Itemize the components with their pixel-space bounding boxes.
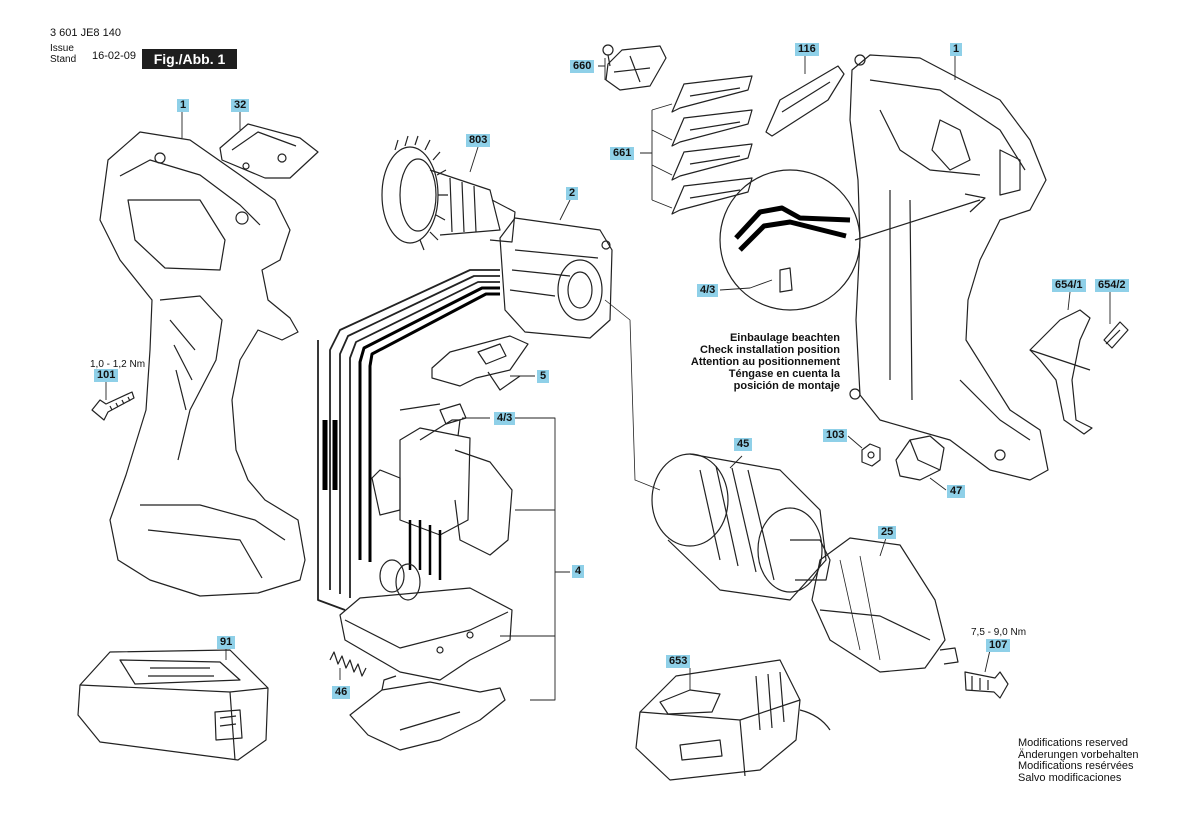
callout-654-1[interactable]: 654/1 xyxy=(1052,279,1086,292)
callout-47[interactable]: 47 xyxy=(947,485,966,498)
note-line-fr: Attention au positionnement xyxy=(690,356,840,368)
screw-101 xyxy=(91,391,135,421)
mods-line-en: Modifications reserved xyxy=(1018,737,1129,749)
callout-654-2[interactable]: 654/2 xyxy=(1095,279,1129,292)
callout-660[interactable]: 660 xyxy=(570,60,595,73)
callout-1-top[interactable]: 1 xyxy=(950,43,963,56)
leader-motor-to-gearbox xyxy=(604,299,661,491)
callout-46[interactable]: 46 xyxy=(332,686,351,699)
screw-654-2 xyxy=(1103,321,1129,349)
clip-660 xyxy=(602,44,667,91)
callout-116[interactable]: 116 xyxy=(795,43,819,56)
bottom-plate xyxy=(349,675,506,751)
document-number: 3 601 JE8 140 xyxy=(50,27,121,39)
torque-107: 7,5 - 9,0 Nm xyxy=(971,627,1027,638)
callout-5[interactable]: 5 xyxy=(537,370,550,383)
detail-inset xyxy=(719,169,986,311)
battery-pack xyxy=(77,649,269,761)
armature xyxy=(381,135,516,251)
callout-4[interactable]: 4 xyxy=(572,565,585,578)
callout-45[interactable]: 45 xyxy=(734,438,753,451)
screw-107 xyxy=(964,671,1009,699)
note-line-de: Einbaulage beachten xyxy=(729,332,840,344)
callout-661[interactable]: 661 xyxy=(610,147,635,160)
chuck xyxy=(811,537,959,673)
gearbox xyxy=(651,453,831,601)
callout-653[interactable]: 653 xyxy=(666,655,691,668)
switch-cover xyxy=(219,123,319,179)
switch-electronics xyxy=(339,403,513,681)
installation-note: Einbaulage beachten Check installation p… xyxy=(676,332,840,392)
callout-1-left[interactable]: 1 xyxy=(177,99,190,112)
nut-103 xyxy=(861,443,881,467)
callout-103[interactable]: 103 xyxy=(823,429,848,442)
spring xyxy=(329,651,367,677)
callout-25[interactable]: 25 xyxy=(878,526,897,539)
wire-bundle xyxy=(317,269,500,611)
belt-clip xyxy=(1029,309,1093,435)
issue-label: Issue Stand xyxy=(50,43,76,65)
charger xyxy=(635,659,831,781)
issue-label-text: Issue xyxy=(50,43,74,54)
right-housing-shell xyxy=(849,54,1049,481)
mods-line-fr: Modifications resérvées xyxy=(1018,760,1134,772)
left-housing-shell xyxy=(99,131,306,597)
note-line-es-1: Téngase en cuenta la xyxy=(728,368,840,380)
callout-107[interactable]: 107 xyxy=(986,639,1011,652)
modifications-reserved: Modifications reserved Änderungen vorbeh… xyxy=(1018,737,1139,784)
figure-label: Fig./Abb. 1 xyxy=(142,49,237,69)
torque-101: 1,0 - 1,2 Nm xyxy=(90,359,146,370)
callout-32[interactable]: 32 xyxy=(231,99,250,112)
motor xyxy=(499,217,613,339)
callout-803[interactable]: 803 xyxy=(466,134,491,147)
callout-101[interactable]: 101 xyxy=(94,369,119,382)
knob-47 xyxy=(895,435,945,481)
guide-116 xyxy=(765,65,845,137)
issue-date: 16-02-09 xyxy=(92,50,137,62)
callout-4-3[interactable]: 4/3 xyxy=(494,412,516,425)
guide-rails xyxy=(671,75,753,215)
callout-2[interactable]: 2 xyxy=(566,187,579,200)
switch-slider xyxy=(431,335,529,391)
note-line-es-2: posición de montaje xyxy=(733,380,840,392)
note-line-en: Check installation position xyxy=(700,344,840,356)
callout-91[interactable]: 91 xyxy=(217,636,236,649)
mods-line-de: Änderungen vorbehalten xyxy=(1018,748,1139,761)
leader-lines xyxy=(105,56,1111,701)
mods-line-es: Salvo modificaciones xyxy=(1018,771,1122,784)
stand-label-text: Stand xyxy=(50,54,77,65)
callout-4-3-inset[interactable]: 4/3 xyxy=(697,284,719,297)
